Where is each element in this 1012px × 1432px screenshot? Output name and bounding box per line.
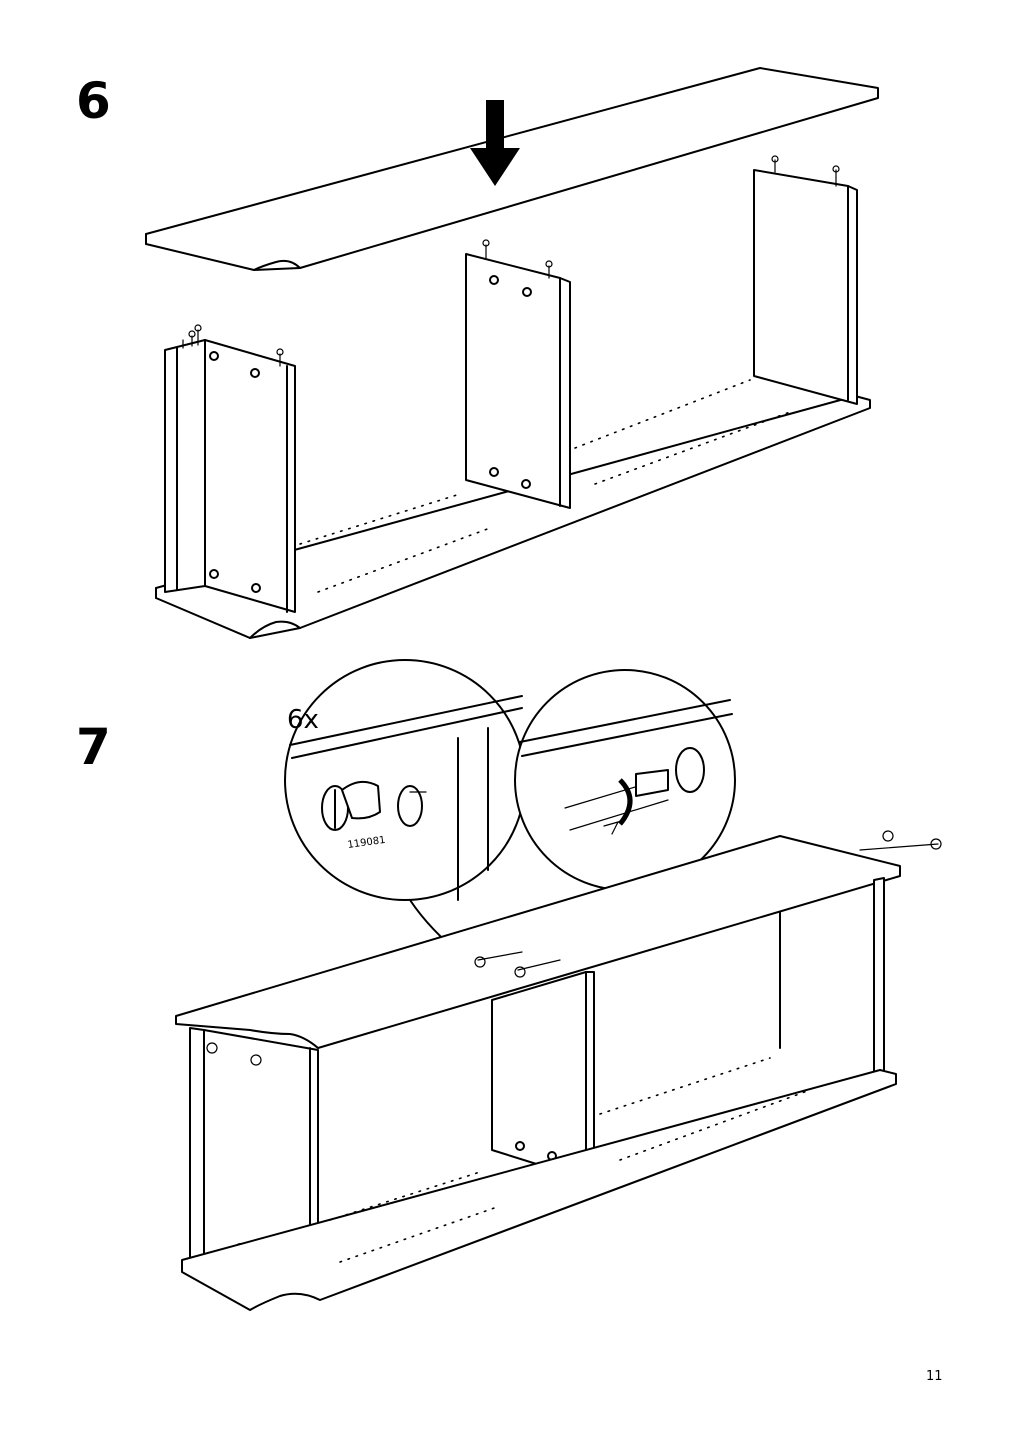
down-arrow-icon [470, 100, 520, 186]
step-number: 7 [76, 718, 111, 776]
middle-divider [465, 239, 571, 509]
page-number: 11 [926, 1369, 943, 1384]
step-6-illustration [145, 67, 879, 639]
bottom-panel [155, 379, 871, 639]
bookcase-carcass [181, 877, 897, 1311]
left-side-panel [164, 324, 296, 613]
step-7-illustration: 6x 119081 [175, 659, 942, 1311]
top-panel-placed [175, 830, 942, 1049]
step-number: 6 [76, 72, 111, 130]
detail-circle-cam-lock [284, 659, 526, 959]
right-side-panel [753, 155, 858, 405]
quantity-label: 6x [287, 705, 319, 735]
part-number: 119081 [347, 835, 386, 851]
top-panel [145, 67, 879, 271]
detail-circle-turn [514, 669, 736, 891]
